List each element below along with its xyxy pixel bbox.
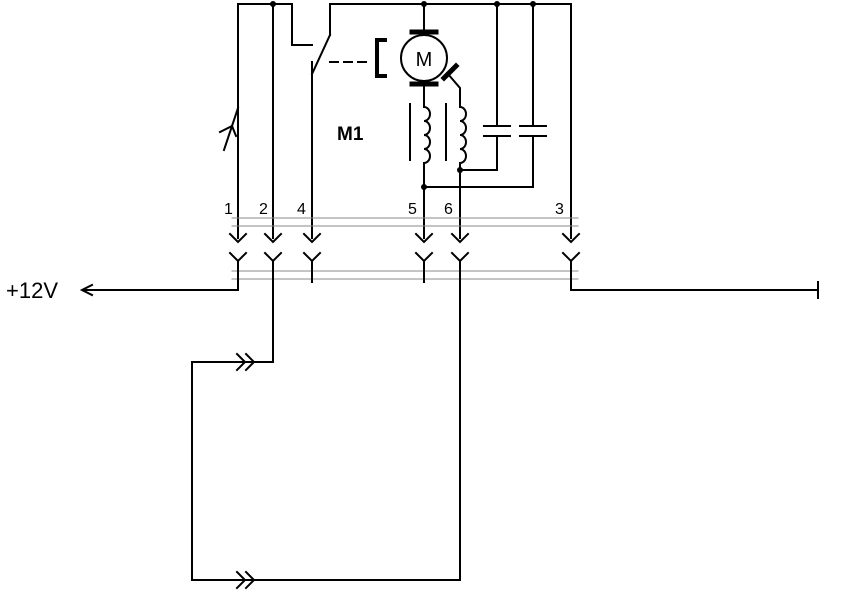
thermal-switch (218, 106, 240, 152)
pin-label-2: 2 (259, 201, 268, 218)
pin-label-3: 3 (555, 201, 564, 218)
motor-symbol (400, 3, 461, 104)
supply-label: +12V (6, 278, 58, 303)
component-label-m1: M1 (337, 124, 364, 145)
pin-label-5: 5 (408, 201, 417, 218)
pin-label-1: 1 (224, 201, 233, 218)
junction-dots (270, 1, 536, 190)
connector-sockets-female (228, 251, 581, 269)
connector-housing (231, 217, 579, 280)
capacitors (483, 3, 547, 188)
brake-bracket (375, 38, 387, 78)
pin-label-6: 6 (444, 201, 453, 218)
connector-pins-male (228, 232, 581, 244)
motor-letter: M (416, 49, 433, 71)
limit-switch (310, 3, 371, 239)
pin-label-4: 4 (297, 201, 306, 218)
external-wiring (79, 267, 819, 590)
top-frame-wires (237, 3, 572, 239)
